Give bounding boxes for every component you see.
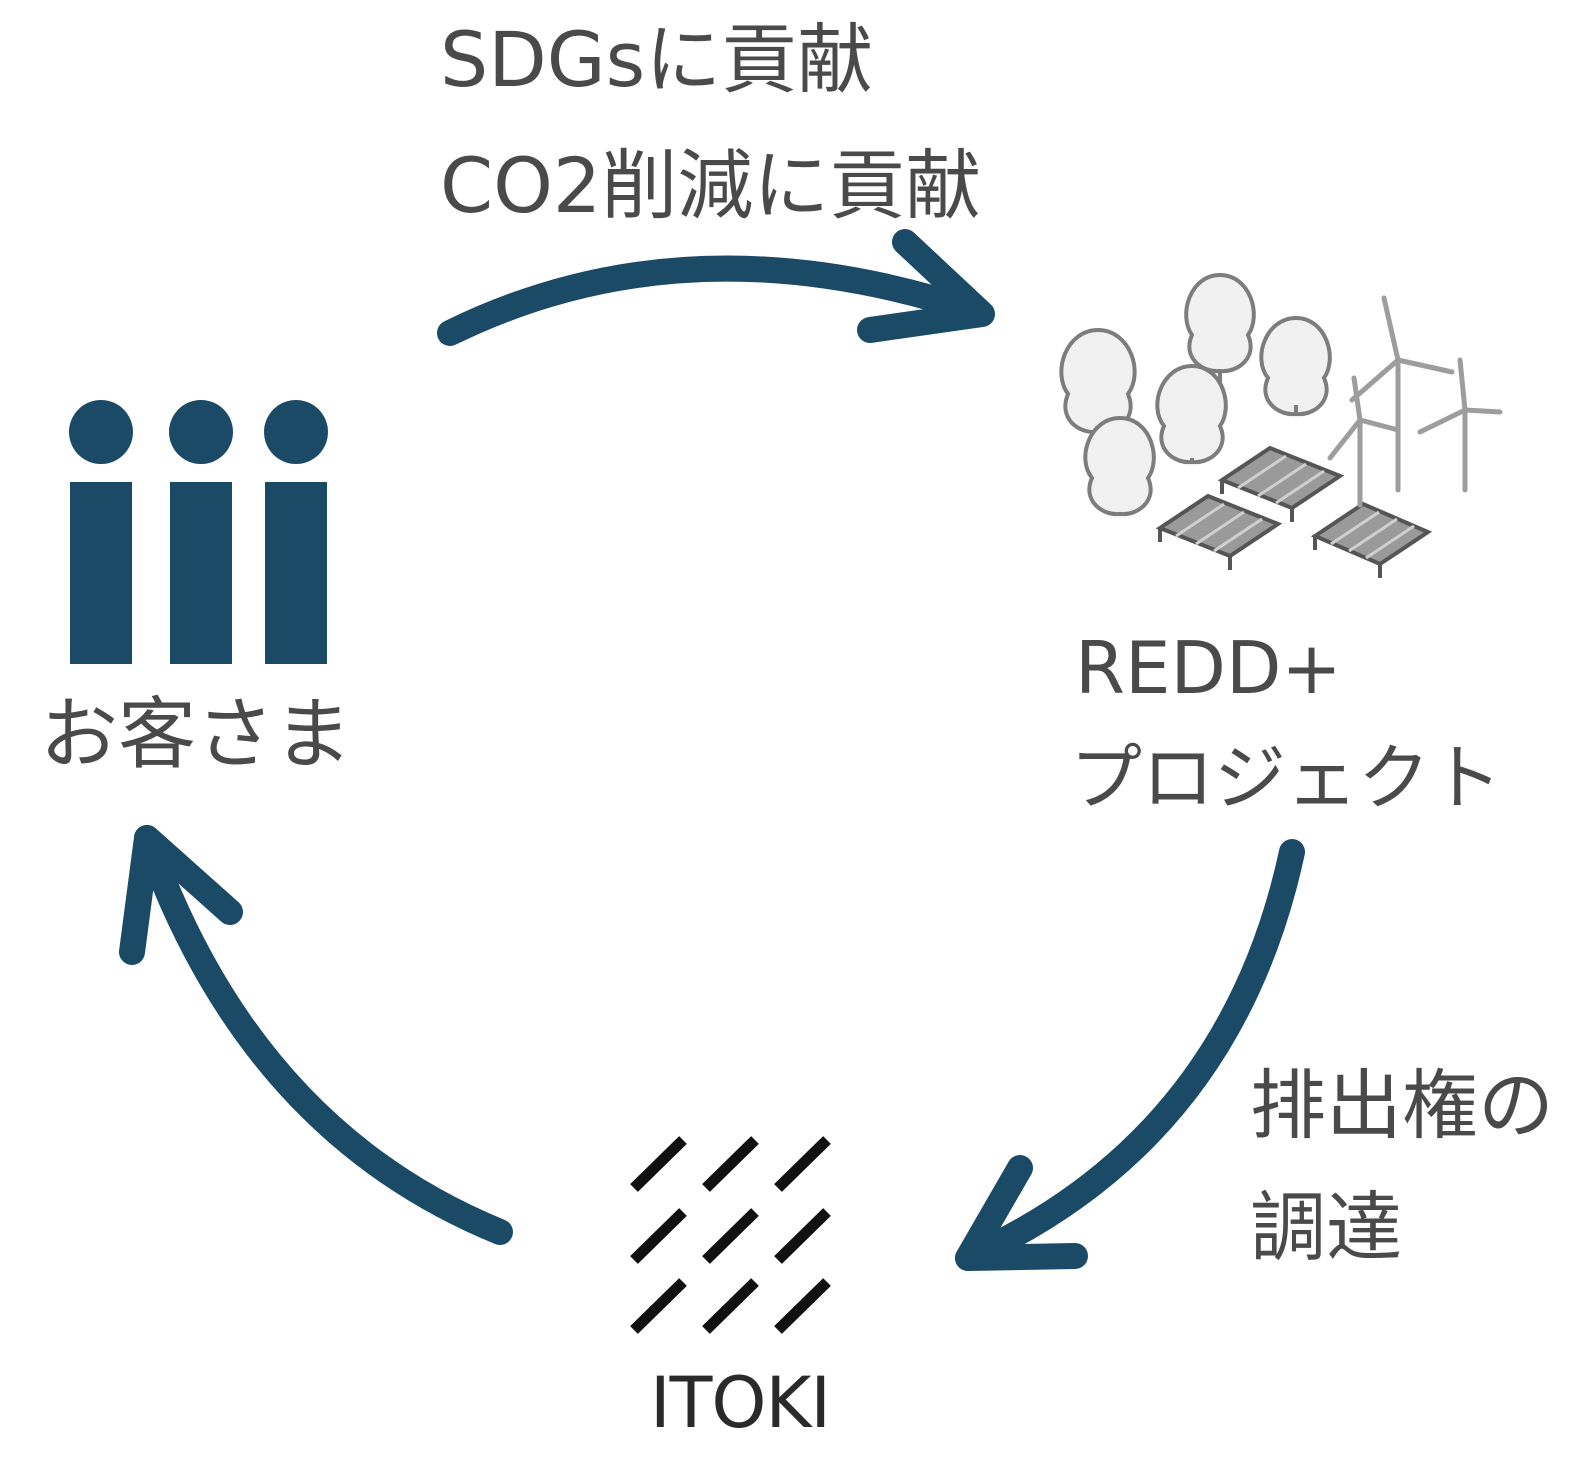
tree-icon <box>1083 415 1156 517</box>
solar-panel-icon <box>1155 493 1283 570</box>
co2-suffix: 削減に貢献 <box>601 141 982 230</box>
itoki-logo <box>630 1136 831 1334</box>
project-label-redd: REDD+ <box>1075 626 1342 710</box>
solar-panel-icon <box>1217 445 1345 522</box>
arrow-itoki-to-customer <box>119 825 513 1245</box>
tree-icon <box>1155 363 1228 465</box>
arrow-customer-to-project <box>437 229 995 346</box>
arrow-label-emission: 排出権の <box>1250 1061 1554 1150</box>
tree-icon <box>1259 315 1332 417</box>
itoki-label: ITOKI <box>650 1362 831 1444</box>
customer-label: お客さま <box>40 690 353 780</box>
arrow-label-procure: 調達 <box>1250 1183 1402 1272</box>
wind-turbine-icon <box>1417 357 1503 493</box>
wind-turbine-icon <box>1349 295 1455 493</box>
forest-solar-wind-illustration <box>1059 272 1503 578</box>
project-label-project: プロジェクト <box>1070 736 1503 820</box>
co2-prefix: CO <box>440 141 553 230</box>
people-icon <box>69 400 328 664</box>
arrow-label-sdgs: SDGsに貢献 <box>440 15 874 104</box>
co2-subscript: 2 <box>552 141 602 230</box>
arrow-project-to-itoki <box>955 839 1305 1271</box>
arrow-label-co2: CO2削減に貢献 <box>440 148 981 224</box>
wind-turbine-icon <box>1327 375 1401 508</box>
solar-panel-icon <box>1310 501 1433 578</box>
